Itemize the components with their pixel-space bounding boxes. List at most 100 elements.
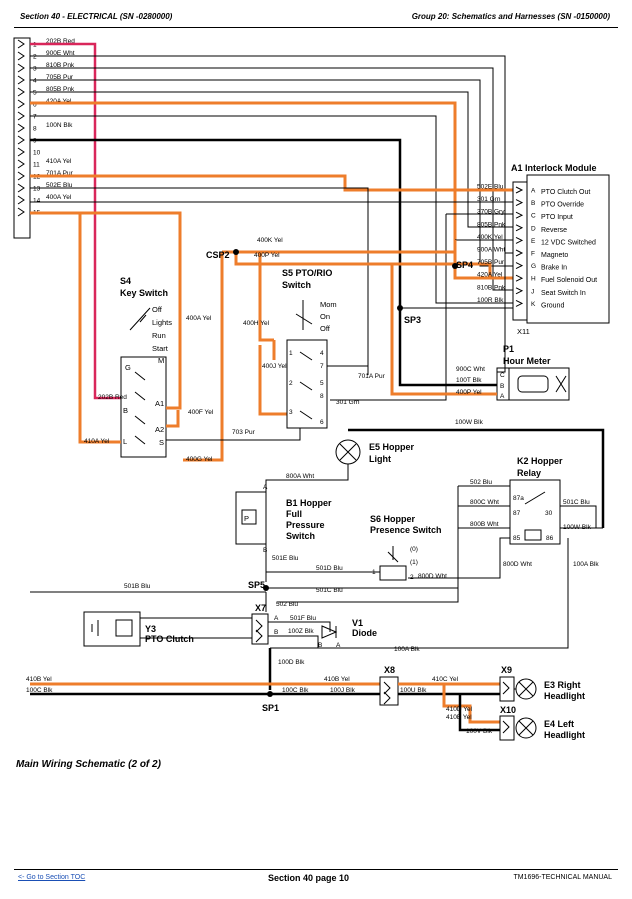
svg-text:Switch: Switch: [286, 531, 315, 541]
svg-text:2: 2: [289, 380, 293, 387]
x7-connector: X7 A B: [251, 603, 279, 645]
svg-text:Headlight: Headlight: [544, 730, 585, 740]
svg-text:800D Wht: 800D Wht: [418, 573, 447, 580]
svg-text:Mom: Mom: [320, 300, 337, 309]
v1-diode: V1 Diode B A: [318, 618, 377, 649]
svg-text:100A Blk: 100A Blk: [573, 561, 599, 568]
wire-100v: [458, 694, 500, 732]
svg-text:Start: Start: [152, 344, 169, 353]
a1-pin-function: PTO Input: [541, 214, 573, 221]
svg-text:X10: X10: [500, 705, 516, 715]
svg-text:C: C: [500, 372, 505, 379]
svg-text:400K Yel: 400K Yel: [257, 237, 283, 244]
a1-pin-letter: H: [531, 276, 536, 283]
pin-number: 13: [33, 186, 41, 193]
e4-left-headlight: E4 Left Headlight: [515, 717, 585, 740]
svg-text:5: 5: [320, 380, 324, 387]
a1-pin-function: Ground: [541, 302, 564, 309]
svg-text:100V Blk: 100V Blk: [466, 728, 493, 735]
splice-sp3: SP3: [404, 315, 421, 325]
a1-pin-letter: J: [531, 288, 534, 295]
v1-desc: Diode: [352, 628, 377, 638]
wire-410d: [442, 684, 500, 724]
svg-text:400P Yel: 400P Yel: [456, 389, 482, 396]
svg-text:P: P: [244, 514, 249, 523]
wire-400k: [222, 240, 457, 254]
svg-text:4: 4: [320, 350, 324, 357]
wire-301-drop: [330, 214, 447, 401]
a1-pin-letter: G: [531, 263, 536, 270]
svg-text:B: B: [318, 642, 322, 649]
a1-pin-wire: 370B Gry: [477, 209, 505, 216]
a1-pin-letter: D: [531, 225, 536, 232]
a1-pin-function: PTO Clutch Out: [541, 189, 590, 196]
footer-rule: [14, 869, 618, 870]
svg-text:A: A: [274, 615, 279, 622]
pin-wire-label: 705B Pur: [46, 74, 74, 81]
e5-hopper-light: E5 Hopper Light: [335, 439, 415, 465]
e3-right-headlight: E3 Right Headlight: [515, 678, 585, 701]
svg-text:E3 Right: E3 Right: [544, 680, 581, 690]
a1-pin-function: PTO Override: [541, 202, 584, 209]
pin-wire-label: 100N Blk: [46, 122, 73, 129]
svg-text:100D Blk: 100D Blk: [278, 659, 305, 666]
a1-pin-wire: 400K Yel: [477, 234, 503, 241]
splice-sp5: SP5: [248, 580, 265, 590]
k2-desc: Relay: [517, 468, 541, 478]
svg-text:X9: X9: [501, 665, 512, 675]
wire-100w: [348, 428, 605, 528]
pin-number: 7: [33, 114, 37, 121]
pin-number: 8: [33, 126, 37, 133]
splice-sp4-dot: [452, 263, 458, 269]
a1-pin-letter: F: [531, 251, 535, 258]
svg-text:8: 8: [320, 393, 324, 400]
s6-hopper-presence-switch: S6 Hopper Presence Switch (0) (1) 1 2: [370, 514, 442, 581]
svg-text:410E Yel: 410E Yel: [446, 714, 472, 721]
a1-pin-function: Magneto: [541, 252, 568, 259]
svg-text:400H Yel: 400H Yel: [243, 320, 270, 327]
svg-text:B: B: [274, 629, 278, 636]
a1-pin-function: Brake In: [541, 265, 567, 272]
svg-text:Pressure: Pressure: [286, 520, 325, 530]
svg-text:800A Wht: 800A Wht: [286, 473, 314, 480]
s6-desc: Presence Switch: [370, 525, 442, 535]
wire-400h: [258, 252, 274, 342]
wire-501c: [560, 505, 597, 528]
section-toc-link[interactable]: <- Go to Section TOC: [18, 874, 86, 881]
svg-text:Headlight: Headlight: [544, 691, 585, 701]
a1-pin-function: 12 VDC Switched: [541, 239, 596, 246]
svg-text:410A Yel: 410A Yel: [84, 438, 110, 445]
pin-number: 10: [33, 150, 41, 157]
e5-desc: Light: [369, 454, 391, 464]
svg-text:87a: 87a: [513, 495, 524, 502]
pin-wire-label: 805B Pnk: [46, 86, 75, 93]
a1-pin-wire: 810B Pnk: [477, 284, 506, 291]
b1-pressure-switch: P A B B1 Hopper Full Pressure Switch: [235, 484, 332, 554]
svg-text:100W Blk: 100W Blk: [455, 419, 484, 426]
svg-text:1: 1: [289, 350, 293, 357]
svg-text:B: B: [123, 406, 128, 415]
header-rule: [14, 27, 618, 28]
a1-pin-wire: 900A Wht: [477, 247, 505, 254]
x10-connector: X10: [499, 705, 516, 741]
svg-text:100A Blk: 100A Blk: [394, 646, 420, 653]
svg-text:410B Yel: 410B Yel: [324, 676, 350, 683]
svg-text:100T Blk: 100T Blk: [456, 377, 482, 384]
svg-text:501E Blu: 501E Blu: [272, 555, 299, 562]
svg-text:800C Wht: 800C Wht: [470, 499, 499, 506]
svg-text:B: B: [263, 547, 267, 554]
svg-text:800B Wht: 800B Wht: [470, 521, 499, 528]
s4-desc: Key Switch: [120, 288, 168, 298]
pin-number: 4: [33, 78, 37, 85]
wire-501f: [268, 621, 331, 632]
svg-text:501D Blu: 501D Blu: [316, 565, 343, 572]
splice-sp3-dot: [397, 305, 403, 311]
svg-text:202B Red: 202B Red: [98, 394, 127, 401]
wire-400j: [258, 345, 287, 416]
svg-text:502 Blu: 502 Blu: [276, 601, 298, 608]
svg-text:A: A: [263, 484, 268, 491]
pin-number: 6: [33, 102, 37, 109]
y3-desc: PTO Clutch: [145, 634, 194, 644]
svg-text:400G Yel: 400G Yel: [186, 456, 213, 463]
